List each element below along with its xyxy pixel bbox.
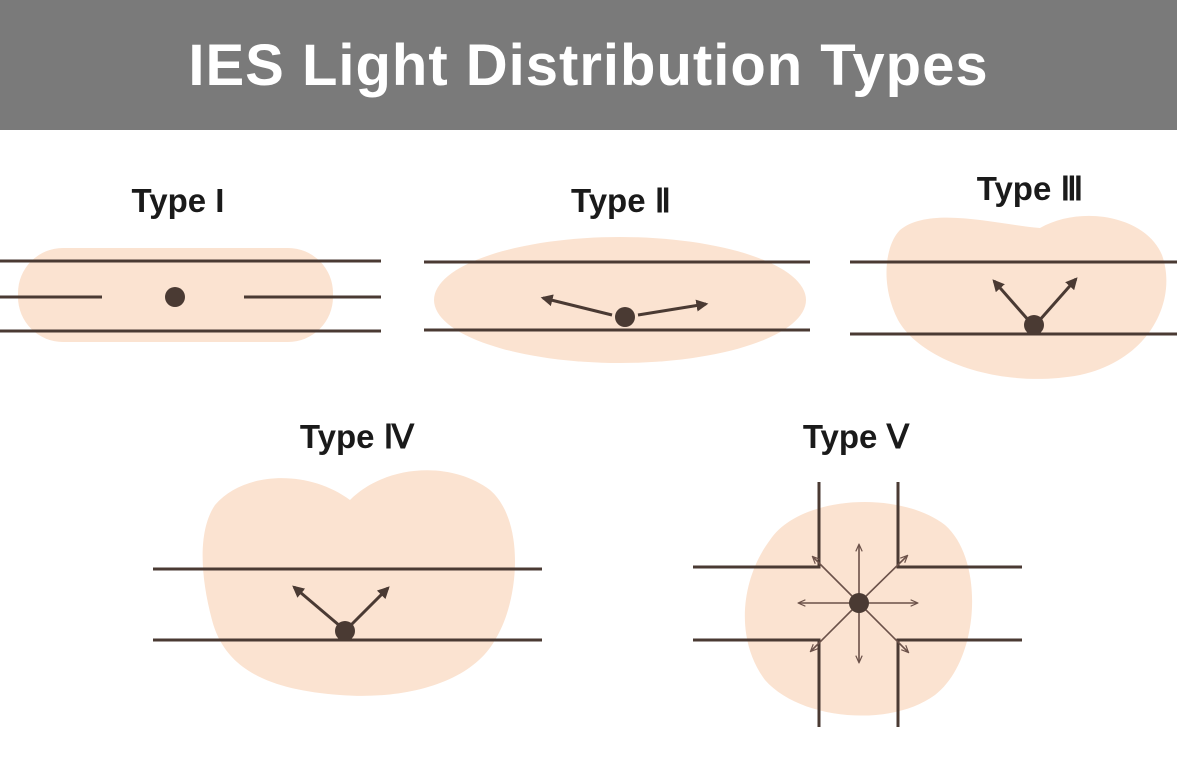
header-bar: IES Light Distribution Types [0, 0, 1177, 130]
type-5-label: Type Ⅴ [803, 418, 911, 455]
type-2-label: Type Ⅱ [571, 182, 671, 219]
type-5-beam-down-right [858, 602, 908, 652]
type-3-beam-left [992, 279, 1032, 323]
type-5-beam-up-left [813, 557, 860, 604]
type-2-luminaire [615, 307, 635, 327]
type-5-road-corner-top-right [896, 482, 1022, 569]
type-5-beam-down-left [811, 602, 860, 651]
type-5-beam-up-right [858, 556, 907, 604]
type-1-label: Type I [132, 182, 225, 219]
type-5-road-corner-top-left [693, 482, 821, 569]
type-1-diagram: Type I [0, 182, 381, 342]
type-5-road-corner-bottom-left [693, 638, 821, 727]
type-5-road-corner-bottom-right [896, 638, 1022, 727]
page-title: IES Light Distribution Types [188, 32, 989, 98]
type-3-light-area [886, 215, 1167, 379]
type-4-beam-left [292, 585, 341, 628]
type-4-diagram: Type Ⅳ [153, 418, 542, 696]
type-5-luminaire [849, 593, 869, 613]
type-2-beam-left [540, 294, 613, 317]
type-1-luminaire [165, 287, 185, 307]
type-4-label: Type Ⅳ [300, 418, 415, 455]
type-4-beam-right [348, 586, 390, 628]
type-2-light-area [434, 237, 806, 363]
type-5-diagram: Type Ⅴ [693, 418, 1022, 727]
type-3-luminaire [1024, 315, 1044, 335]
type-3-label: Type Ⅲ [977, 170, 1084, 207]
type-2-diagram: Type Ⅱ [424, 182, 810, 363]
type-2-beam-right [637, 299, 709, 317]
type-4-luminaire [335, 621, 355, 641]
type-3-diagram: Type Ⅲ [850, 170, 1177, 379]
type-4-light-area [202, 470, 515, 696]
type-3-beam-right [1036, 277, 1078, 323]
